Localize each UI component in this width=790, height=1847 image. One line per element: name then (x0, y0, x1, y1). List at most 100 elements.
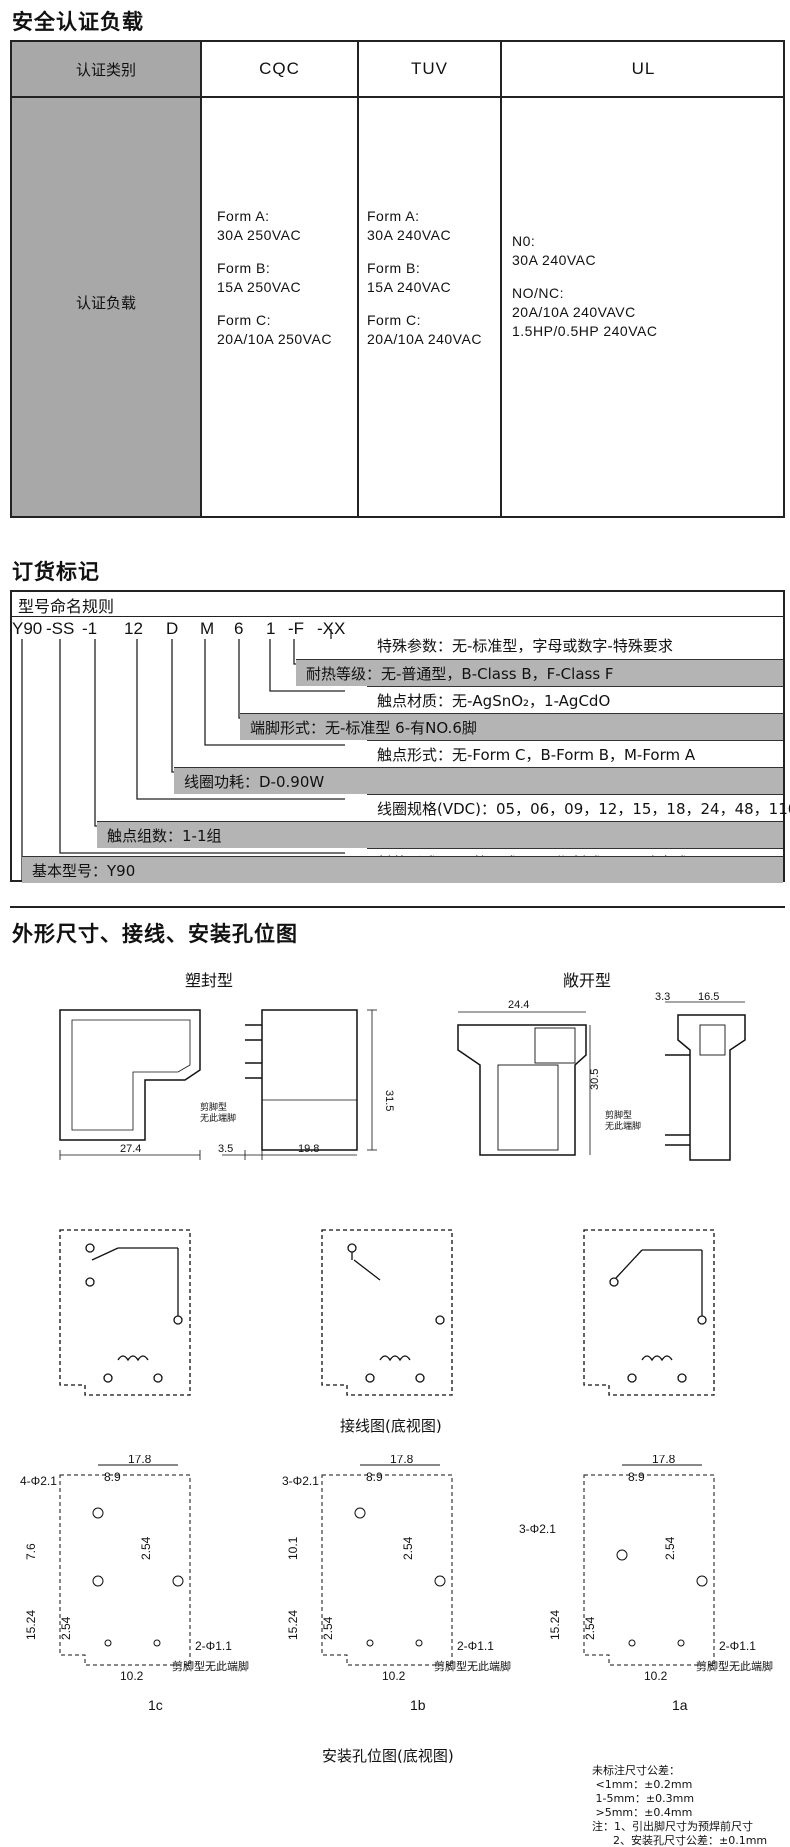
pcb-1c (59, 1464, 191, 1666)
pcb-1c-note: 剪脚型无此端脚 (172, 1659, 249, 1673)
tuv-form-a: Form A: (367, 208, 420, 224)
pcb-1c-label: 1c (148, 1697, 163, 1713)
tolerance-notes: 未标注尺寸公差： <1mm：±0.2mm 1-5mm：±0.3mm >5mm：±… (592, 1764, 768, 1847)
header-ul: UL (631, 59, 656, 78)
ul-nonc-hp: 1.5HP/0.5HP 240VAC (512, 323, 658, 339)
code-contacts: -1 (82, 619, 98, 638)
code-insulation: -F (288, 619, 305, 638)
sealed-trim-note-1: 剪脚型 (200, 1101, 227, 1112)
ul-no-value: 30A 240VAC (512, 252, 597, 268)
cert-section-title: 安全认证负载 (12, 10, 144, 34)
pcb-1c-small: 2-Φ1.1 (195, 1639, 232, 1653)
tuv-form-c: Form C: (367, 312, 422, 328)
pcb-1c-width: 17.8 (128, 1455, 152, 1466)
header-tuv: TUV (411, 59, 448, 78)
pcb-1c-d: 2.54 (59, 1616, 73, 1640)
pcb-1b-note: 剪脚型无此端脚 (434, 1659, 511, 1673)
tuv-load: Form A: 30A 240VAC Form B: 15A 240VAC Form… (367, 207, 482, 363)
pcb-1b-a: 8.9 (366, 1470, 383, 1484)
wiring-caption: 接线图(底视图) (340, 1417, 442, 1435)
cqc-form-c: Form C: (217, 312, 272, 328)
pcb-1b-width: 17.8 (390, 1455, 414, 1466)
rule-divider (12, 616, 783, 617)
cqc-form-a-value: 30A 250VAC (217, 227, 302, 243)
sealed-width-dim: 27.4 (120, 1143, 141, 1155)
order-row-base-model: 基本型号：Y90 (22, 856, 783, 883)
header-category: 认证类别 (75, 60, 136, 79)
pcb-1a-e: 10.2 (644, 1669, 668, 1683)
sealed-pin-dim: 3.5 (218, 1143, 233, 1155)
category-column (12, 42, 200, 516)
header-divider (12, 96, 783, 98)
header-cqc: CQC (259, 59, 300, 78)
code-special: -XX (317, 619, 346, 638)
tuv-form-a-value: 30A 240VAC (367, 227, 452, 243)
open-trim-note-2: 无此端脚 (605, 1120, 641, 1131)
pcb-1b-holes: 3-Φ2.1 (282, 1474, 319, 1488)
pcb-1c-a: 8.9 (104, 1470, 121, 1484)
pcb-1b-v1: 10.1 (286, 1536, 300, 1560)
pcb-1c-e: 10.2 (120, 1669, 144, 1683)
pcb-1c-holes: 4-Φ2.1 (20, 1474, 57, 1488)
outline-drawings: 27.4 31.5 3.5 19.8 剪脚型 无此端脚 24.4 30.5 3.… (59, 991, 746, 1161)
pcb-1b-e: 10.2 (382, 1669, 406, 1683)
pcb-1a-small: 2-Φ1.1 (719, 1639, 756, 1653)
pcb-layouts: 17.8 8.9 4-Φ2.1 7.6 2.54 15.24 2.54 10.2… (20, 1455, 773, 1713)
pcb-1c-b: 2.54 (139, 1536, 153, 1560)
order-section-title: 订货标记 (12, 560, 100, 584)
open-width-dim: 24.4 (508, 999, 529, 1011)
pcb-1b-c: 15.24 (286, 1610, 300, 1640)
cqc-form-c-value: 20A/10A 250VAC (217, 331, 332, 347)
pcb-1b-label: 1b (410, 1697, 426, 1713)
holes-caption: 安装孔位图(底视图) (322, 1747, 454, 1765)
wiring-1b (321, 1229, 453, 1396)
ul-nonc: NO/NC: (512, 285, 564, 301)
tuv-form-c-value: 20A/10A 240VAC (367, 331, 482, 347)
col-divider (500, 42, 502, 516)
pcb-1c-v1: 7.6 (24, 1543, 38, 1560)
open-type-label: 敞开型 (563, 971, 612, 990)
ul-nonc-value: 20A/10A 240VAVC (512, 304, 636, 320)
code-contact-form: M (200, 619, 215, 638)
section-divider (10, 906, 785, 908)
pcb-1a-label: 1a (672, 1697, 688, 1713)
sealed-type-label: 塑封型 (185, 971, 234, 990)
sealed-height-dim: 31.5 (383, 1090, 395, 1111)
pcb-1a-c: 15.24 (548, 1610, 562, 1640)
naming-rule-label: 型号命名规则 (18, 597, 115, 616)
order-table: 型号命名规则 Y90 -SS -1 12 D M 6 1 -F -XX 特殊参数… (10, 590, 790, 882)
tuv-form-b: Form B: (367, 260, 421, 276)
col-divider (357, 42, 359, 516)
open-height-dim: 30.5 (589, 1069, 601, 1090)
code-package: -SS (46, 619, 75, 638)
open-a-dim: 3.3 (655, 991, 670, 1003)
pcb-1a-a: 8.9 (628, 1470, 645, 1484)
pcb-1a-width: 17.8 (652, 1455, 676, 1466)
col-divider (200, 42, 202, 516)
pcb-1a (583, 1464, 715, 1666)
open-trim-note-1: 剪脚型 (605, 1109, 632, 1120)
order-row-contact-form: 触点形式：无-Form C，B-Form B，M-Form A (367, 740, 783, 767)
code-terminal: 6 (234, 619, 244, 638)
code-coil-power: D (166, 619, 179, 638)
order-row-coil-voltage: 线圈规格(VDC)：05，06，09，12，15，18，24，48，110 (367, 794, 790, 821)
tuv-form-b-value: 15A 240VAC (367, 279, 452, 295)
pcb-1b-d: 2.54 (321, 1616, 335, 1640)
pcb-1a-b: 2.54 (663, 1536, 677, 1560)
cqc-load: Form A: 30A 250VAC Form B: 15A 250VAC Form… (217, 207, 332, 363)
order-row-special: 特殊参数：无-标准型，字母或数字-特殊要求 (377, 637, 673, 655)
pcb-1b-b: 2.54 (401, 1536, 415, 1560)
order-row-contact-sets: 触点组数：1-1组 (97, 821, 783, 848)
pcb-1a-note: 剪脚型无此端脚 (696, 1659, 773, 1673)
pcb-1a-d: 2.54 (583, 1616, 597, 1640)
sealed-trim-note-2: 无此端脚 (200, 1112, 236, 1123)
pcb-1b-small: 2-Φ1.1 (457, 1639, 494, 1653)
cqc-form-b: Form B: (217, 260, 271, 276)
cqc-form-b-value: 15A 250VAC (217, 279, 302, 295)
dims-section-title: 外形尺寸、接线、安装孔位图 (12, 922, 298, 946)
cqc-form-a: Form A: (217, 208, 270, 224)
ul-load: N0: 30A 240VAC NO/NC: 20A/10A 240VAVC 1.5HP… (512, 232, 657, 355)
sealed-depth-dim: 19.8 (298, 1143, 319, 1155)
ul-no: N0: (512, 233, 536, 249)
pcb-1c-c: 15.24 (24, 1610, 38, 1640)
